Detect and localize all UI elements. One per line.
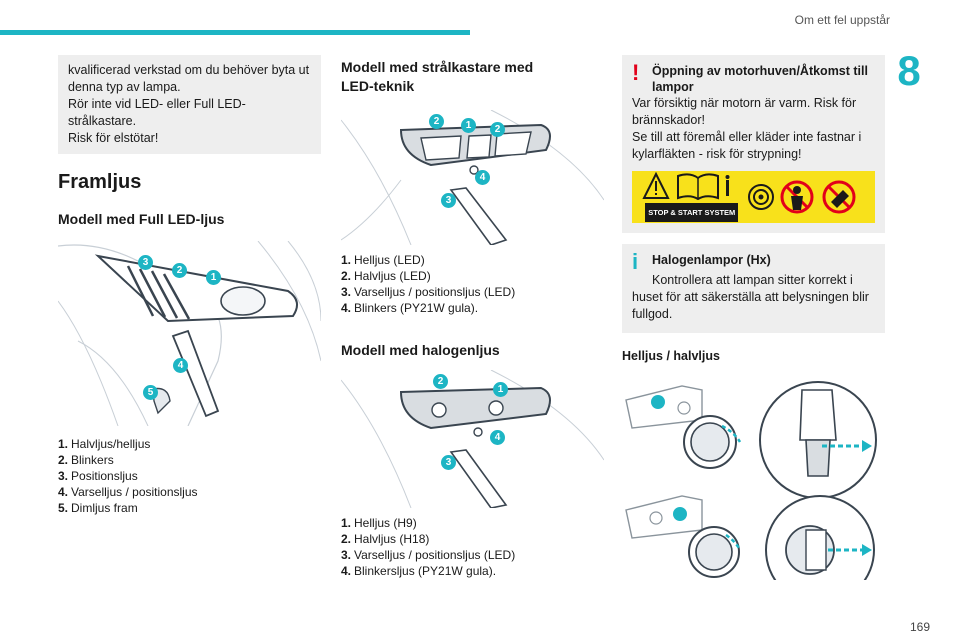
list-item: 4.Blinkers (PY21W gula). [341,301,479,315]
section-heading: Framljus [58,171,142,193]
chapter-number: 8 [897,47,921,94]
info-title: Halogenlampor (Hx) [652,253,771,267]
halogen-headlight-illustration: 2 1 4 3 [341,370,604,508]
note-line: denna typ av lampa. [68,80,181,94]
left-column: kvalificerad verkstad om du behöver byta… [58,55,321,516]
led-legend-list: 1.Helljus (LED) 2.Halvljus (LED) 3.Varse… [341,252,604,316]
full-led-legend-list: 1.Halvljus/helljus 2.Blinkers 3.Position… [58,436,321,516]
warning-box: ! Öppning av motorhuven/Åtkomst till lam… [622,55,885,233]
callout-badge-3: 3 [441,193,456,208]
list-item: 2.Halvljus (LED) [341,269,431,283]
headlight-drawing [58,241,321,426]
note-line: kvalificerad verkstad om du behöver byta… [68,63,310,77]
warning-text: Var försiktig när motorn är varm. Risk f… [632,96,862,161]
callout-badge-2: 2 [433,374,448,389]
fan-hazard-icons [748,180,856,214]
warning-manual-icon [642,172,730,201]
callout-badge-2: 2 [429,114,444,129]
headlight-drawing [341,370,604,508]
bulb-cover-drawing [625,381,877,580]
warning-title: Öppning av motorhuven/Åtkomst till lampo… [652,64,868,94]
list-item: 5.Dimljus fram [58,501,138,515]
right-column: ! Öppning av motorhuven/Åtkomst till lam… [622,55,885,580]
halogen-legend-list: 1.Helljus (H9) 2.Halvljus (H18) 3.Varsel… [341,515,604,579]
headlight-drawing [341,110,604,245]
callout-badge-2: 2 [490,122,505,137]
full-led-headlight-illustration: 3 2 1 4 5 [58,241,321,426]
callout-badge-5: 5 [143,385,158,400]
subheading-led-technology: Modell med strålkastare med LED-teknik [341,59,534,94]
list-item: 1.Halvljus/helljus [58,437,151,451]
note-line: Risk för elstötar! [68,131,159,145]
list-item: 2.Blinkers [58,453,114,467]
callout-badge-4: 4 [475,170,490,185]
info-box: i Halogenlampor (Hx) Kontrollera att lam… [622,244,885,333]
warning-icon: ! [632,60,640,85]
callout-badge-3: 3 [441,455,456,470]
stop-start-pictogram: STOP & START SYSTEM [642,172,742,222]
callout-badge-1: 1 [493,382,508,397]
list-item: 4.Varselljus / positionsljus [58,485,198,499]
callout-badge-3: 3 [138,255,153,270]
callout-badge-4: 4 [490,430,505,445]
subheading-full-led: Modell med Full LED-ljus [58,211,225,227]
list-item: 2.Halvljus (H18) [341,532,430,546]
page-number: 169 [909,620,930,634]
warning-pictogram-strip: STOP & START SYSTEM [632,171,875,223]
callout-badge-1: 1 [461,118,476,133]
subheading-high-low-beam: Helljus / halvljus [622,349,720,363]
callout-badge-4: 4 [173,358,188,373]
list-item: 4.Blinkersljus (PY21W gula). [341,564,497,578]
stop-start-label: STOP & START SYSTEM [645,203,739,222]
list-item: 1.Helljus (H9) [341,516,417,530]
led-headlight-illustration: 2 1 2 4 3 [341,110,604,245]
bulb-replacement-illustration [622,380,885,580]
list-item: 3.Positionsljus [58,469,138,483]
list-item: 1.Helljus (LED) [341,253,425,267]
info-icon: i [632,249,639,274]
callout-badge-1: 1 [206,270,221,285]
top-accent-bar [0,30,470,35]
note-line: Rör inte vid LED- eller Full LED-strålka… [68,97,246,128]
list-item: 3.Varselljus / positionsljus (LED) [341,285,516,299]
middle-column: Modell med strålkastare med LED-teknik 2… [341,58,604,579]
subheading-halogen: Modell med halogenljus [341,342,500,358]
info-text: Kontrollera att lampan sitter korrekt i [652,273,853,287]
callout-badge-2: 2 [172,263,187,278]
note-box: kvalificerad verkstad om du behöver byta… [58,55,321,154]
list-item: 3.Varselljus / positionsljus (LED) [341,548,516,562]
section-title: Om ett fel uppstår [794,13,890,27]
